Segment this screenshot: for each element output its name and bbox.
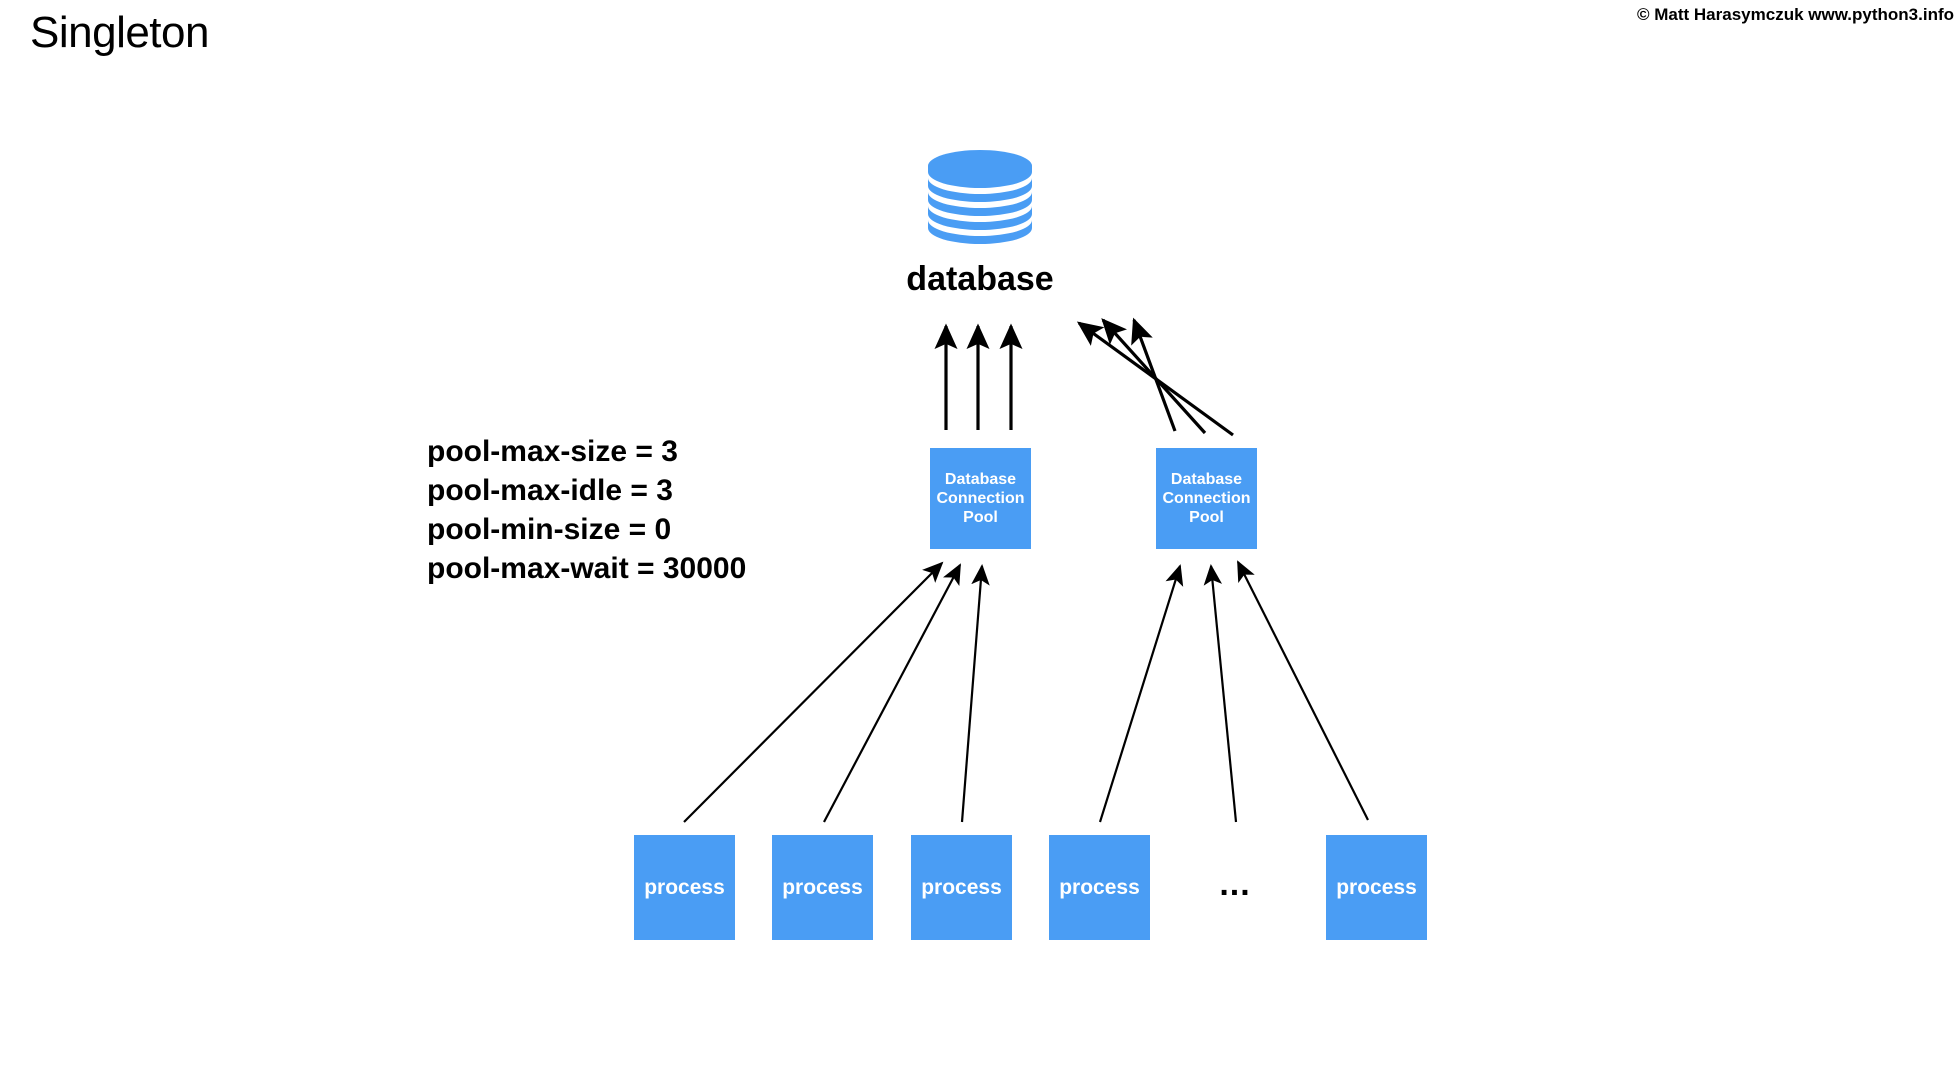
pool-config-text: pool-max-size = 3 pool-max-idle = 3 pool… [427, 432, 746, 588]
pool-line-database-2: Database [1170, 471, 1243, 488]
config-line-pool-max-idle: pool-max-idle = 3 [427, 474, 673, 507]
config-line-pool-max-size: pool-max-size = 3 [427, 435, 678, 468]
arrows-left-pool-to-database [934, 323, 1023, 430]
pool-line-pool-2: Pool [1189, 509, 1224, 526]
process-label-3: process [921, 875, 1002, 899]
process-box-5: process [1326, 835, 1427, 940]
process-box-1: process [634, 835, 735, 940]
arrows-processes-to-left-pool [683, 561, 990, 823]
database-node: database [906, 150, 1054, 300]
process-ellipsis: ... [1219, 865, 1251, 903]
connection-pool-label-1: Database Connection Pool [937, 470, 1025, 527]
pool-line-connection-2: Connection [1162, 490, 1251, 507]
process-label-5: process [1336, 875, 1417, 899]
config-line-pool-min-size: pool-min-size = 0 [427, 513, 672, 546]
arrows-processes-to-right-pool [1098, 560, 1369, 823]
database-cylinder-icon [928, 150, 1032, 244]
process-label-4: process [1059, 875, 1140, 899]
pool-line-connection-1: Connection [936, 490, 1025, 507]
process-label-2: process [782, 875, 863, 899]
process-label-1: process [644, 875, 725, 899]
connection-pool-box-1: Database Connection Pool [930, 448, 1031, 549]
config-line-pool-max-wait: pool-max-wait = 30000 [427, 552, 747, 585]
connection-pool-box-2: Database Connection Pool [1156, 448, 1257, 549]
database-label: database [906, 260, 1054, 298]
process-box-2: process [772, 835, 873, 940]
pool-line-database-1: Database [944, 471, 1017, 488]
arrows-right-pool-to-database [1076, 317, 1234, 437]
pool-line-pool-1: Pool [963, 509, 998, 526]
copyright-notice: © Matt Harasymczuk www.python3.info [1637, 5, 1954, 24]
connection-pool-label-2: Database Connection Pool [1163, 470, 1251, 527]
process-box-4: process [1049, 835, 1150, 940]
process-box-3: process [911, 835, 1012, 940]
page-title: Singleton [30, 8, 209, 57]
